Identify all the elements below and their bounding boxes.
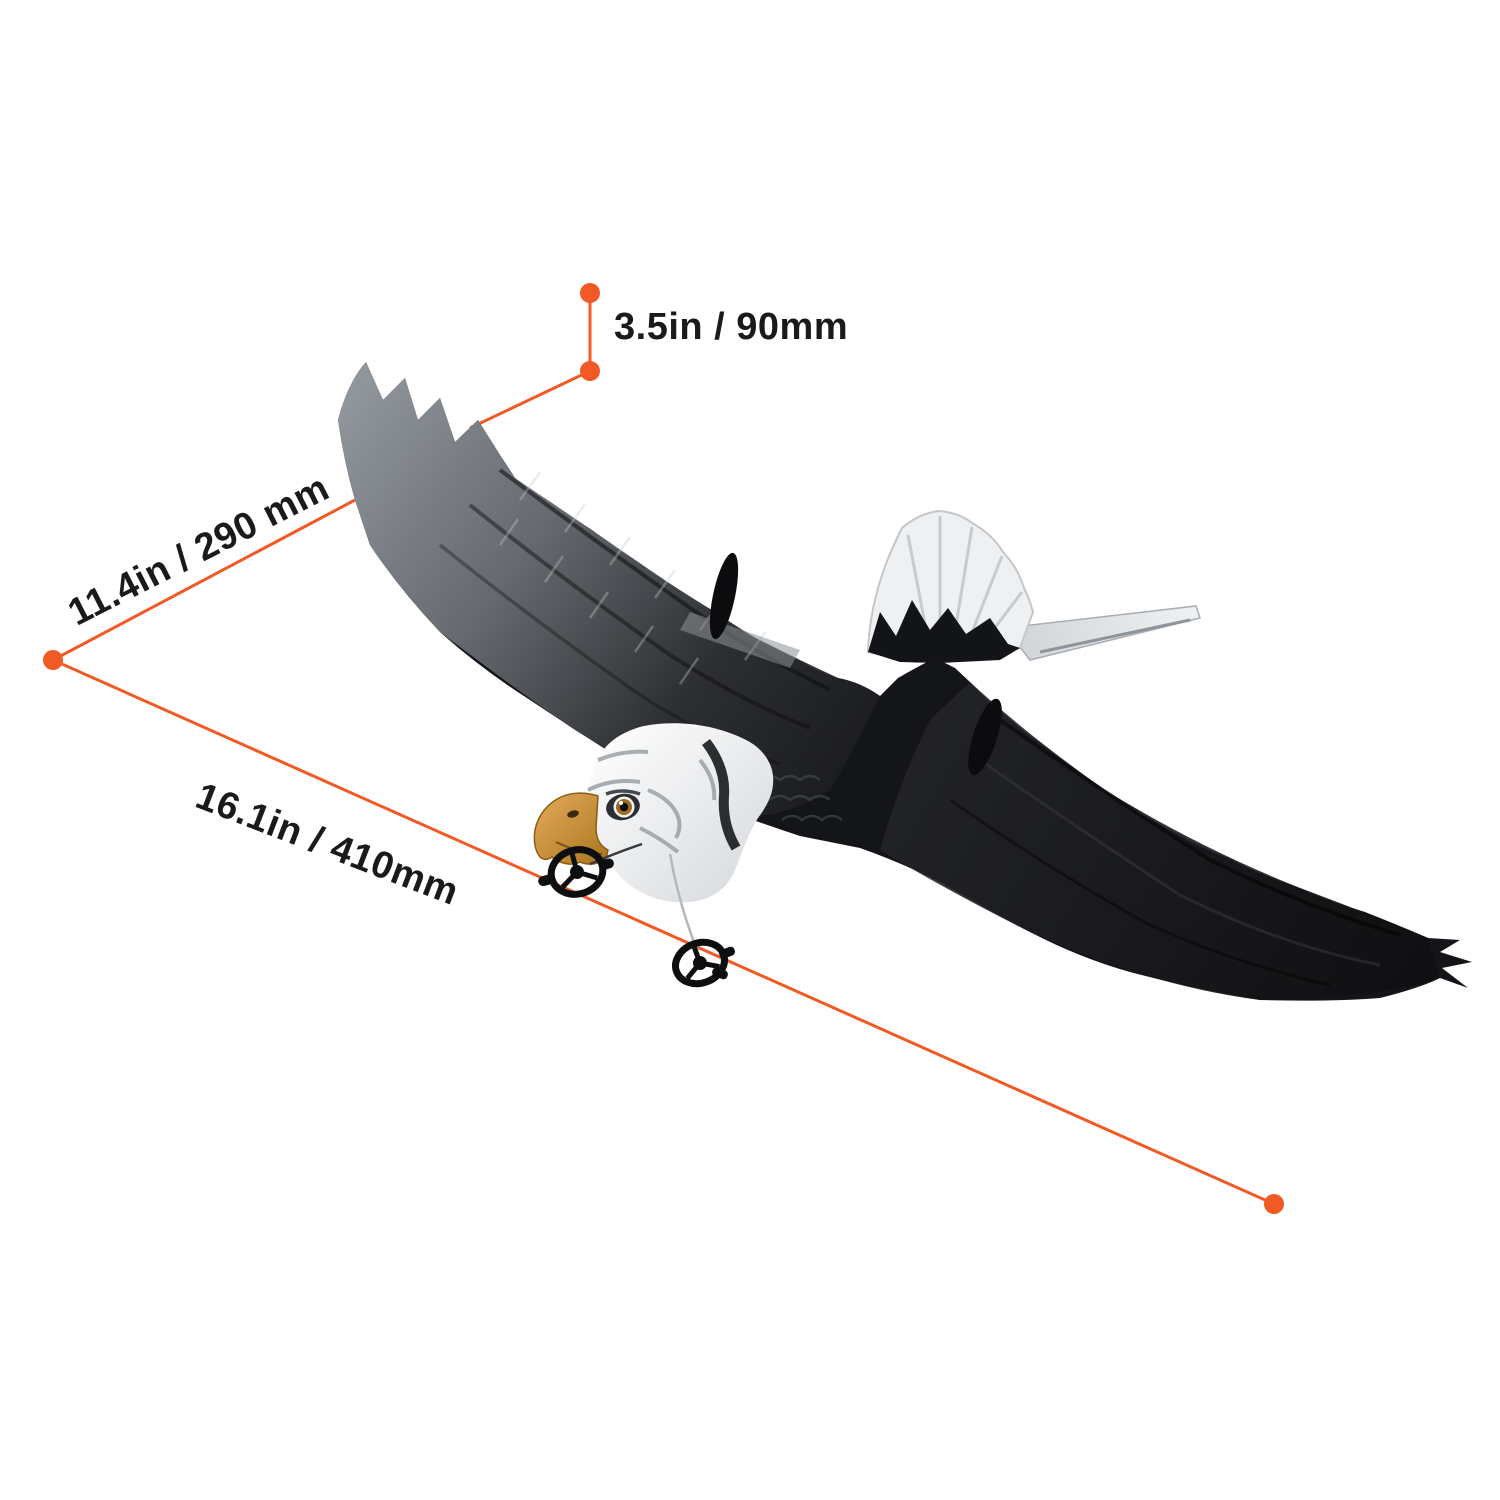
eagle-eye <box>605 789 641 821</box>
eagle-figure <box>338 362 1472 1001</box>
dimension-dot <box>580 283 600 303</box>
eagle-left-wing <box>338 362 880 816</box>
dimension-dot <box>580 361 600 381</box>
dimension-label-vertical: 3.5in / 90mm <box>614 306 849 348</box>
eagle-tail-black-base <box>868 600 1020 663</box>
eagle-head <box>533 723 774 903</box>
eagle-tail <box>866 509 1035 664</box>
hanging-string-1 <box>589 842 643 866</box>
eagle-tail-rods <box>1003 605 1201 661</box>
hanging-wheel-1 <box>538 846 614 898</box>
dimension-dot <box>1264 1194 1284 1214</box>
eagle-right-wing <box>880 682 1440 1000</box>
right-wing-texture <box>759 718 1401 987</box>
head-markings <box>587 749 717 854</box>
dimension-line-lower-diagonal <box>52 658 1284 1214</box>
propeller-fin-right <box>968 698 1002 776</box>
hanging-wheel-2 <box>672 938 736 988</box>
dimension-lines <box>43 283 1284 1214</box>
dimension-line-vertical <box>469 283 600 430</box>
propeller-fin-left <box>709 552 739 640</box>
